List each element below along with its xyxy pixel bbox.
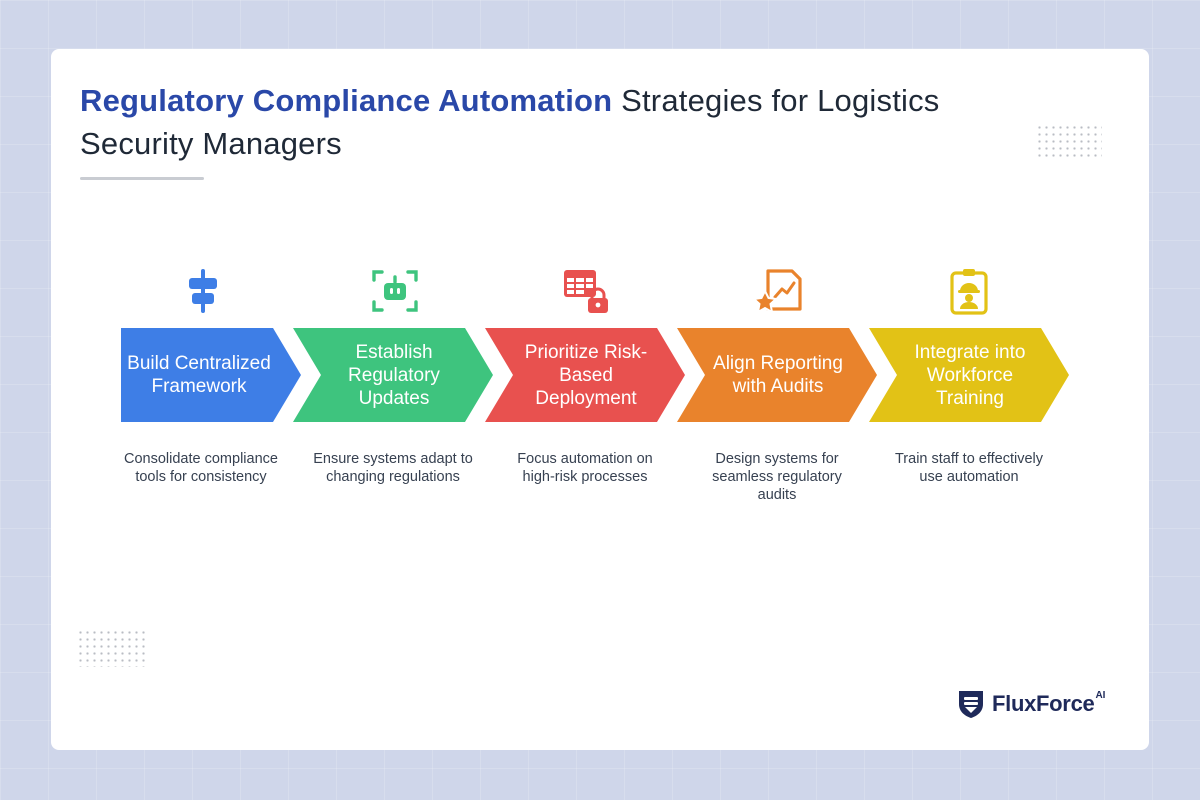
step-label-3: Prioritize Risk-Based Deployment — [524, 341, 648, 409]
step-label-2: Establish Regulatory Updates — [348, 341, 440, 409]
step-chevron-4: Align Reporting with Audits — [677, 328, 877, 422]
step-chevron-2: Establish Regulatory Updates — [293, 328, 493, 422]
step-description-1: Consolidate compliance tools for consist… — [124, 451, 278, 485]
shield-icon — [959, 691, 983, 718]
step-label-1: Build Centralized Framework — [127, 353, 271, 397]
table-lock-icon — [560, 265, 612, 317]
page-title: Regulatory Compliance Automation Strateg… — [80, 79, 1040, 165]
step-chevron-3: Prioritize Risk-Based Deployment — [485, 328, 685, 422]
step-chevron-5: Integrate into Workforce Training — [869, 328, 1069, 422]
title-rest: Strategies for Logistics Security Manage… — [80, 83, 940, 161]
worker-badge-icon — [943, 265, 995, 317]
brand-superscript: AI — [1095, 689, 1106, 701]
infographic-card: Regulatory Compliance Automation Strateg… — [51, 49, 1149, 750]
decorative-dots-bottom-left — [77, 629, 145, 667]
brand-name: FluxForce — [992, 691, 1095, 716]
step-description-3: Focus automation on high-risk processes — [517, 451, 653, 485]
process-flow: Build Centralized Framework Consolidate … — [51, 49, 1149, 749]
report-star-icon — [752, 265, 804, 317]
align-center-icon — [177, 265, 229, 317]
step-description-4: Design systems for seamless regulatory a… — [712, 451, 842, 503]
title-underline — [80, 177, 204, 180]
step-label-4: Align Reporting with Audits — [713, 353, 843, 397]
step-label-5: Integrate into Workforce Training — [914, 341, 1026, 409]
title-highlight: Regulatory Compliance Automation — [80, 83, 613, 118]
decorative-dots-top-right — [1036, 124, 1102, 160]
robot-scan-icon — [369, 265, 421, 317]
step-description-5: Train staff to effectively use automatio… — [894, 451, 1044, 485]
step-description-2: Ensure systems adapt to changing regulat… — [313, 451, 473, 485]
step-chevron-1: Build Centralized Framework — [121, 328, 301, 422]
